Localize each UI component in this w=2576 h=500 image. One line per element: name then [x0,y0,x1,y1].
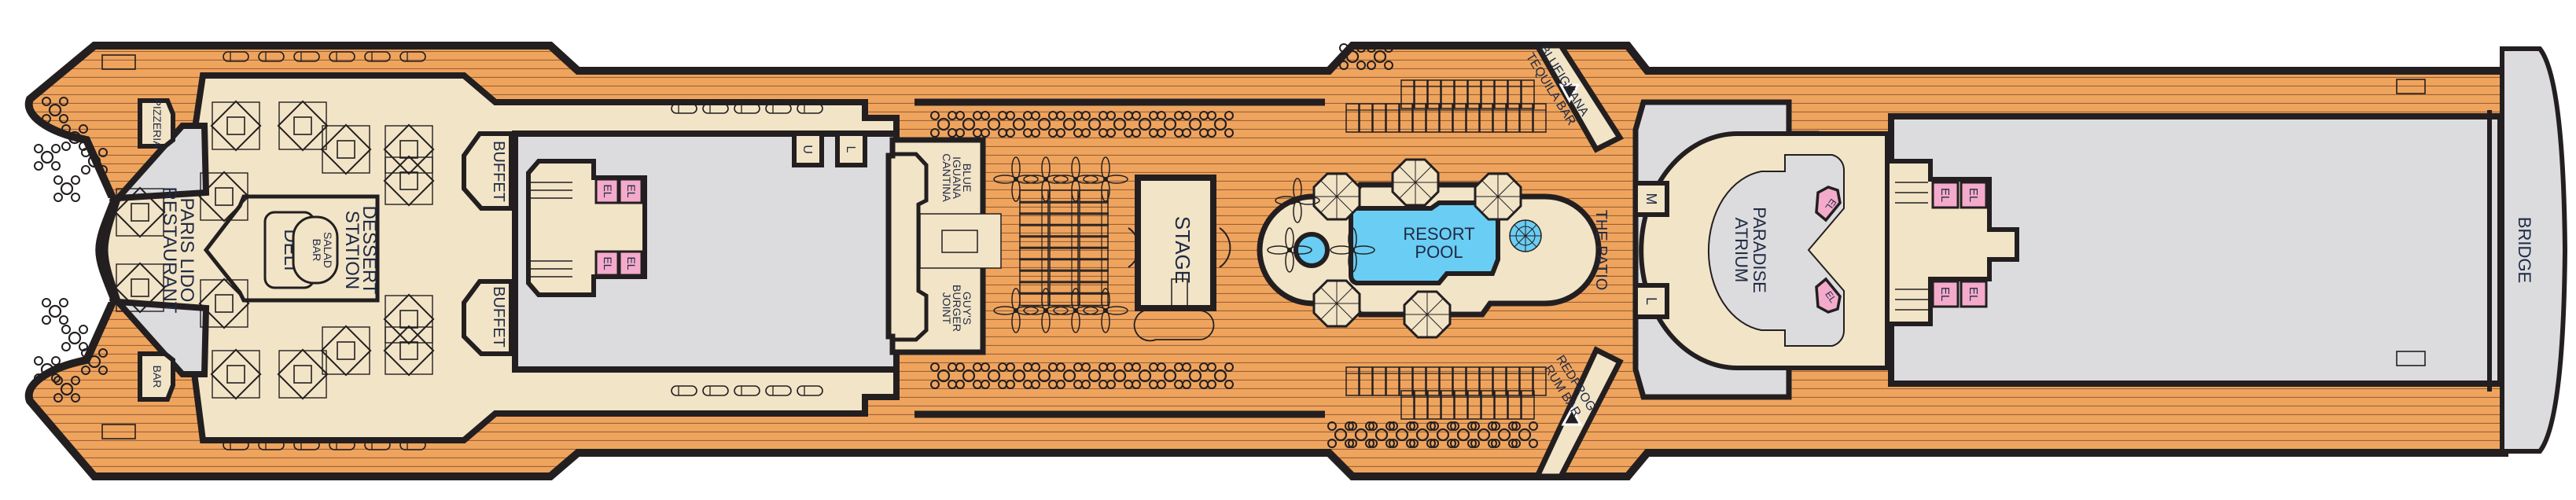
atrium-elevator[interactable] [1815,277,1842,314]
restaurant-label-2: RESTAURANT [159,187,180,314]
umbrella-icon [1474,172,1522,221]
bar-label: BAR [151,366,164,388]
burger-label-3: JOINT [940,292,953,325]
unisex-restroom[interactable] [792,131,824,167]
salad-bar-label-2: BAR [311,239,323,262]
aft-notch [0,198,110,302]
stage-label: STAGE [1171,216,1194,284]
pizzeria-label: PIZZERIA [151,98,164,149]
elevator-label: EL [602,256,614,270]
umbrella-icon [1312,172,1361,221]
elevator-label: EL [602,184,614,197]
stage[interactable] [1135,175,1216,311]
aft-elevators: EL EL EL EL [594,178,643,277]
pool-label-1: RESORT [1403,224,1474,244]
cantina-label-2: IGUANA [951,156,963,199]
dessert-label-2: STATION [341,211,362,289]
grill-icon [941,230,978,253]
buffet-port-label: BUFFET [490,141,507,202]
buffet-starboard-label: BUFFET [490,286,507,347]
chair-icon [53,175,81,203]
tequila-bar-counter[interactable] [1532,42,1625,153]
burger-label-2: BURGER [951,285,963,332]
deli-island [203,194,380,303]
salad-bar-label-1: SALAD [322,232,334,268]
unisex-restroom-label: U [800,145,814,154]
mens-restroom-label: M [1643,193,1659,205]
elevator-label: EL [625,184,638,197]
umbrella-icon [1312,279,1361,328]
elevator[interactable] [1931,280,1960,308]
stage-steps [1171,278,1188,308]
aft-stairs [530,182,572,278]
atrium-elevator[interactable] [1815,186,1842,222]
cantina-label-1: BLUE [961,164,973,193]
umbrella-icon [1403,290,1452,339]
stage-area: STAGE [1128,175,1231,342]
whirlpool-jets-icon [1510,220,1541,252]
burger-label-1: GUY'S [961,292,973,325]
forward-stairs [1895,182,1928,311]
elevator[interactable] [594,250,620,277]
elevator[interactable] [594,178,620,204]
elevator[interactable] [618,250,643,277]
salad-bar[interactable] [292,215,339,285]
elevator-label: EL [1967,287,1980,301]
chair-icon [61,324,89,352]
restaurant-label-1: PARIS LIDO [176,198,197,303]
pizzeria-counter[interactable] [138,98,175,149]
stair-grid-forward [101,54,2426,439]
atrium-label-2: ATRIUM [1731,218,1751,283]
chair-icon [41,297,69,325]
forward-elevators: EL EL EL EL [1931,181,1988,308]
ladies-restroom-aft-label: L [844,146,857,153]
stage-ramp [1133,310,1215,342]
elevator-label: EL [1938,287,1952,301]
mens-restroom[interactable] [1633,181,1669,217]
paradise-atrium[interactable] [1707,154,1846,347]
bar-counter[interactable] [138,351,175,402]
atrium-label-1: PARADISE [1750,207,1769,293]
patio-label: THE PATIO [1592,210,1610,291]
rum-bar-counter[interactable] [1533,346,1624,480]
elevator[interactable] [1931,181,1960,209]
ladies-restroom-aft[interactable] [835,131,867,167]
ladies-restroom-label: L [1643,297,1659,305]
elevator[interactable] [618,178,643,204]
elevator-label: EL [1967,188,1980,202]
elevator[interactable] [1960,181,1988,209]
elevator[interactable] [1960,280,1988,308]
buffet-port[interactable] [462,131,513,211]
service-port [110,123,210,202]
buffet-starboard[interactable] [462,279,513,356]
bridge-label: BRIDGE [2515,217,2534,283]
pool-label-2: POOL [1415,242,1463,262]
cantina-label-3: CANTINA [940,153,953,202]
rum-bar-stairs-icon [1561,406,1583,426]
counter-inner [890,152,929,342]
elevator-label: EL [1938,188,1952,202]
bridge [2500,46,2568,454]
tequila-bar-stairs-icon [1558,83,1581,104]
dessert-label-1: DESSERT [359,206,380,295]
service-starboard [110,298,210,377]
grill-station [919,213,1002,269]
paradise-atrium-area: PARADISE ATRIUM EL EL [1632,99,1890,400]
elevator-label: EL [625,256,638,270]
chair-icon [33,143,61,171]
ladies-restroom[interactable] [1633,283,1669,319]
umbrella-icon [1391,158,1440,207]
